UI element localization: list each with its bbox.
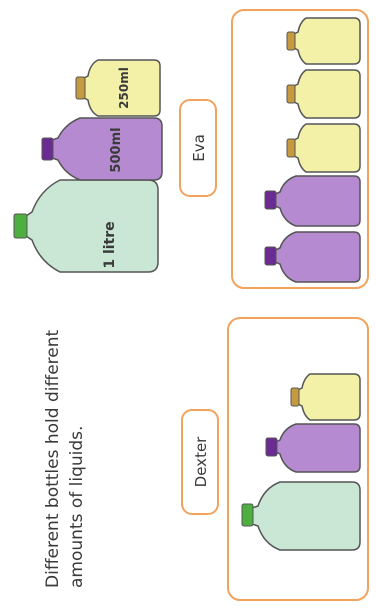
dexter-bottle-3 <box>241 481 361 551</box>
eva-bottle-3 <box>286 123 361 173</box>
eva-bottle-2-body <box>293 69 361 119</box>
eva-bottle-5 <box>264 231 361 283</box>
legend-bottle-250ml-body <box>83 59 161 117</box>
eva-label-box: Eva <box>179 99 217 197</box>
eva-name-label: Eva <box>190 134 208 162</box>
legend-bottle-500ml-cap <box>41 137 54 161</box>
eva-bottle-4-body <box>274 175 361 227</box>
dexter-name-label: Dexter <box>192 436 210 488</box>
eva-bottle-1-body <box>293 17 361 65</box>
dexter-bottle-2-body <box>275 423 361 473</box>
legend-bottle-1-litre: 1 litre <box>13 179 159 273</box>
eva-bottle-2 <box>286 69 361 119</box>
dexter-label-border <box>181 409 219 515</box>
legend-bottle-1-litre-body <box>25 179 159 273</box>
eva-bottle-3-cap <box>286 138 296 158</box>
eva-label-border <box>179 99 217 197</box>
legend-bottle-500ml-body <box>51 117 163 181</box>
caption-line-1: Different bottles hold different <box>43 330 63 588</box>
eva-bottle-5-cap <box>264 246 277 266</box>
legend-bottle-250ml-cap <box>75 76 86 100</box>
eva-bottle-1-cap <box>286 31 296 51</box>
legend-bottle-250ml: 250ml <box>75 59 161 117</box>
legend-bottle-1-litre-label: 1 litre <box>102 221 118 268</box>
dexter-bottle-3-cap <box>241 503 254 527</box>
dexter-bottle-2-cap <box>265 437 278 457</box>
dexter-bottle-1-cap <box>290 387 300 407</box>
legend-bottle-1-litre-cap <box>13 213 28 239</box>
eva-bottle-1 <box>286 17 361 65</box>
eva-bottle-5-body <box>274 231 361 283</box>
eva-bottle-4 <box>264 175 361 227</box>
eva-bottle-3-body <box>293 123 361 173</box>
eva-bottle-2-cap <box>286 84 296 104</box>
caption-line-2: amounts of liquids. <box>67 426 87 588</box>
dexter-bottle-1-body <box>297 373 361 421</box>
dexter-bottle-3-body <box>251 481 361 551</box>
dexter-bottle-1 <box>290 373 361 421</box>
eva-bottle-4-cap <box>264 190 277 210</box>
legend-bottle-250ml-label: 250ml <box>117 67 131 109</box>
dexter-label-box: Dexter <box>181 409 219 515</box>
legend-bottle-500ml: 500ml <box>41 117 163 181</box>
dexter-bottle-2 <box>265 423 361 473</box>
legend-bottle-500ml-label: 500ml <box>109 127 124 172</box>
